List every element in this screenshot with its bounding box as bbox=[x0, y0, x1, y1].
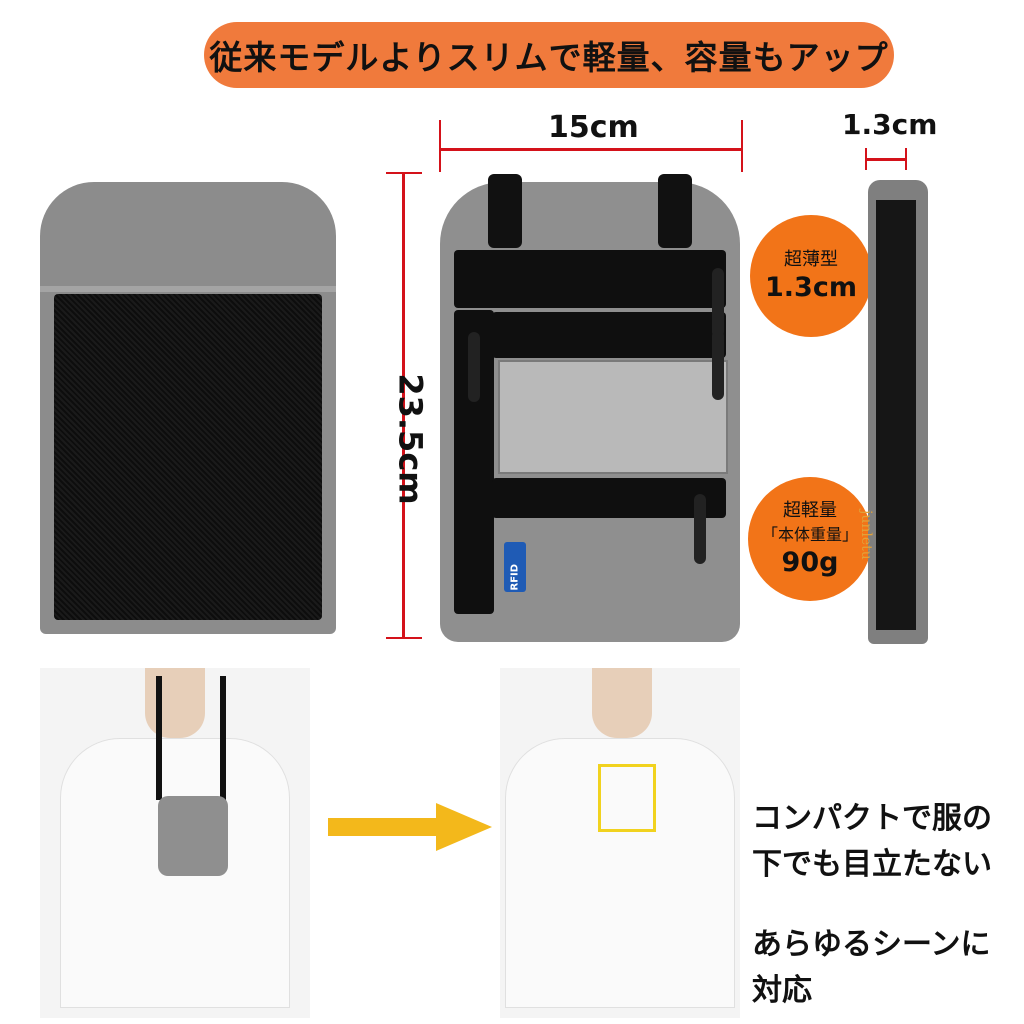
zipper-pull-icon bbox=[694, 494, 706, 564]
arrow-icon bbox=[436, 803, 492, 851]
hidden-pouch-highlight bbox=[598, 764, 656, 832]
brand-text: junletu bbox=[858, 510, 874, 560]
pouch-back-mesh bbox=[54, 294, 322, 620]
caption-scenes-line2: 対応 bbox=[752, 973, 812, 1008]
light-badge-sub: 「本体重量」 bbox=[761, 525, 858, 544]
arrow-icon-shaft bbox=[328, 818, 438, 836]
light-badge-value: 90g bbox=[781, 547, 839, 578]
pouch-strap-left bbox=[488, 174, 522, 248]
depth-dimension-tick-left bbox=[865, 148, 867, 170]
pouch-pocket-second bbox=[492, 312, 726, 358]
thin-badge-label: 超薄型 bbox=[784, 249, 838, 270]
pouch-clear-window bbox=[498, 360, 728, 474]
thin-badge: 超薄型 1.3cm bbox=[750, 215, 872, 337]
height-dimension-label: 23.5cm bbox=[391, 373, 430, 505]
zipper-pull-icon bbox=[712, 268, 724, 338]
person-neck bbox=[592, 668, 652, 738]
headline-banner: 従来モデルよりスリムで軽量、容量もアップ bbox=[204, 22, 894, 88]
headline-text: 従来モデルよりスリムで軽量、容量もアップ bbox=[209, 38, 889, 77]
caption-compact-line1: コンパクトで服の bbox=[752, 801, 992, 836]
pouch-pocket-top bbox=[454, 250, 726, 308]
caption-compact-line2: 下でも目立たない bbox=[752, 847, 992, 882]
photo-wearing-outside bbox=[40, 668, 310, 1018]
rfid-label-text: RFID bbox=[509, 563, 521, 591]
pouch-back-view bbox=[40, 182, 336, 634]
zipper-pull-icon bbox=[712, 330, 724, 400]
caption-scenes: あらゆるシーンに 対応 bbox=[752, 922, 1012, 1014]
zipper-pull-icon bbox=[468, 332, 480, 402]
caption-scenes-line1: あらゆるシーンに bbox=[752, 927, 991, 962]
mini-pouch bbox=[158, 796, 228, 876]
photo-wearing-under-shirt bbox=[500, 668, 740, 1018]
thin-badge-value: 1.3cm bbox=[765, 272, 857, 303]
pouch-side-view: junletu bbox=[858, 180, 928, 644]
neck-strap-left bbox=[156, 676, 162, 800]
white-shirt bbox=[505, 738, 735, 1008]
light-badge-label: 超軽量 bbox=[783, 500, 837, 521]
height-dimension-tick-top bbox=[386, 172, 422, 174]
width-dimension-tick-left bbox=[439, 120, 441, 172]
pouch-pocket-bottom bbox=[492, 478, 726, 518]
height-dimension-line bbox=[402, 174, 405, 638]
pouch-front-view: RFID bbox=[440, 174, 740, 642]
width-dimension-label: 15cm bbox=[548, 110, 639, 145]
pouch-side-inner bbox=[876, 200, 916, 630]
person-neck bbox=[145, 668, 205, 738]
width-dimension-tick-right bbox=[741, 120, 743, 172]
depth-dimension-line bbox=[866, 158, 906, 161]
light-badge: 超軽量 「本体重量」 90g bbox=[748, 477, 872, 601]
neck-strap-right bbox=[220, 676, 226, 800]
rfid-label: RFID bbox=[504, 542, 526, 592]
width-dimension-line bbox=[440, 148, 742, 151]
caption-compact: コンパクトで服の 下でも目立たない bbox=[752, 796, 1012, 888]
depth-dimension-label: 1.3cm bbox=[842, 108, 938, 141]
pouch-back-seam bbox=[40, 286, 336, 292]
height-dimension-tick-bottom bbox=[386, 637, 422, 639]
pouch-strap-right bbox=[658, 174, 692, 248]
depth-dimension-tick-right bbox=[905, 148, 907, 170]
